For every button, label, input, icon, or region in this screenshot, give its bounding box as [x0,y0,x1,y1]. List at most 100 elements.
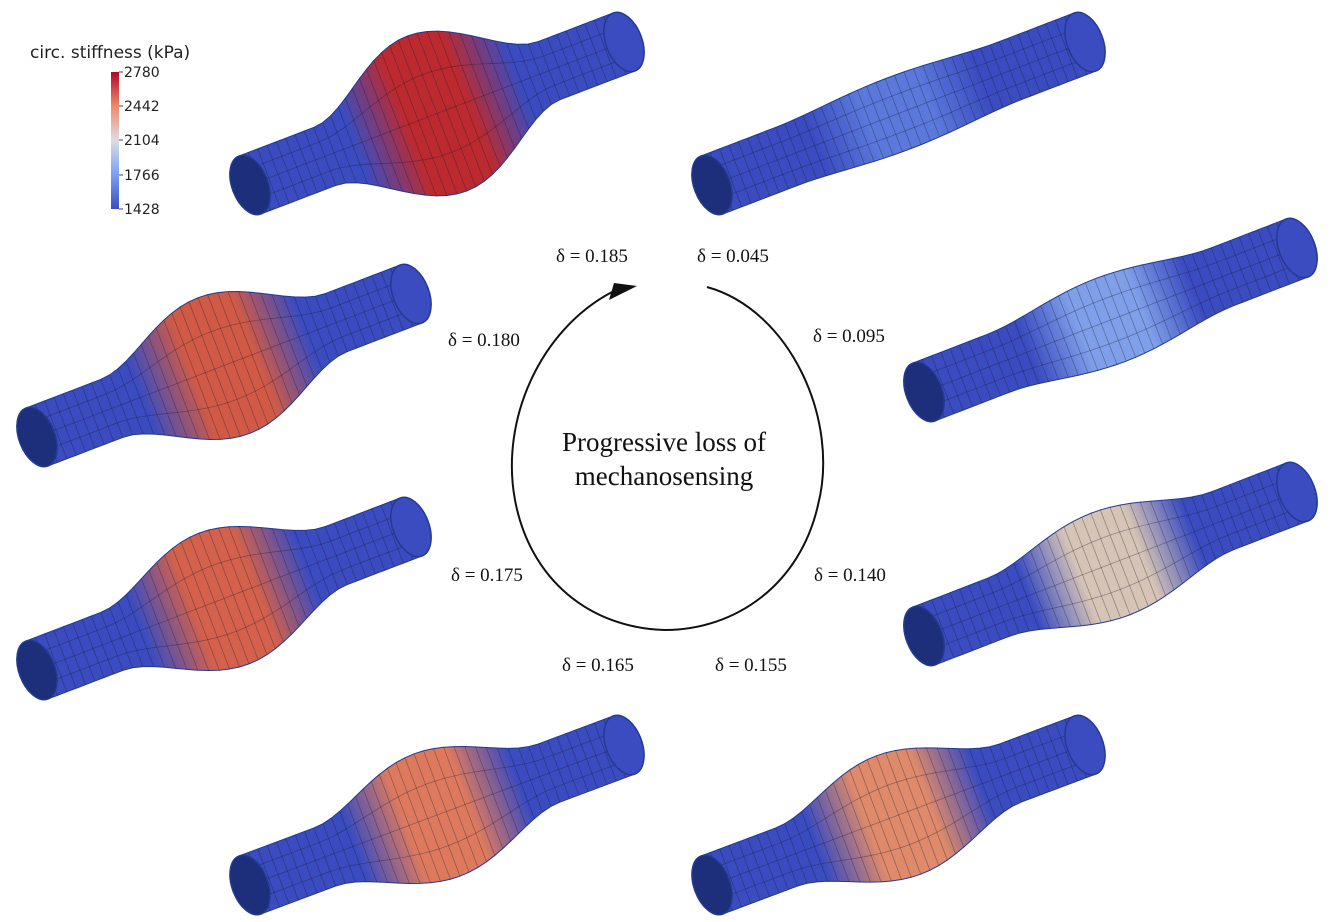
mesh-line [148,570,188,670]
mesh-line [1004,568,1030,632]
mesh-line [1054,20,1078,79]
mesh-line [905,748,948,861]
mesh-line [1045,23,1069,82]
mesh-line [343,286,367,345]
mesh-line [929,506,1303,651]
mesh-line [1248,477,1272,536]
mesh-line [719,848,742,908]
mesh-line [404,757,451,880]
vessel-model [903,461,1318,667]
mesh-line [922,65,950,133]
mesh-line [362,279,386,338]
mesh-line [719,148,743,207]
cycle-arrow [510,283,825,632]
mesh-line [1014,321,1040,384]
mesh-line [923,491,1298,637]
legend-tick-min: 1428 [124,202,160,218]
mesh-line [397,40,458,195]
mesh-line [1229,240,1253,299]
mesh-line [255,759,630,900]
mesh-line [53,397,77,456]
mesh-line [464,746,504,849]
mesh-line [437,30,493,175]
mesh-line [81,619,105,678]
mesh-line [968,585,992,644]
mesh-line [42,541,417,685]
mesh-line [324,526,348,585]
mesh-line [968,748,996,819]
legend-tick-mid: 2104 [124,133,160,149]
mesh-line [228,526,276,649]
mesh-line [1201,251,1225,310]
mesh-line [809,804,839,882]
mesh-line [260,293,300,396]
mesh-line [378,774,421,884]
mesh-line [711,41,1086,186]
mesh-line [44,400,68,459]
mesh-line [866,86,894,156]
delta-label: δ = 0.180 [448,330,520,351]
mesh-line [255,56,630,200]
mesh-line [36,293,412,438]
mesh-line [53,630,77,689]
mesh-line [949,348,973,407]
mesh-line [197,297,251,434]
mesh-line [947,748,980,833]
delta-label: δ = 0.155 [715,655,787,676]
mesh-line [371,508,395,567]
mesh-line [765,130,789,190]
mesh-line [875,755,922,875]
mesh-line [1030,550,1061,628]
mesh-line [915,747,957,855]
mesh-line [217,292,269,425]
mesh-line [1238,480,1262,540]
mesh-line [537,743,561,803]
mesh-line [987,334,1011,393]
mesh-line [453,746,496,856]
mesh-line [1036,27,1060,86]
mesh-line [423,750,470,873]
mesh-line [775,127,799,186]
mesh-line [817,797,850,882]
mesh-line [857,764,902,880]
mesh-line [980,48,1004,108]
vessel-opening [229,154,271,216]
mesh-line [793,119,817,179]
mesh-line [923,247,1298,393]
center-text-line1: Progressive loss of [562,427,766,457]
delta-label: δ = 0.175 [451,565,523,586]
mesh-line [940,596,964,655]
mesh-line [257,148,281,207]
mesh-line [847,94,875,162]
mesh-line [1017,736,1041,796]
mesh-line [494,40,529,129]
legend-tick-2: 2442 [124,99,160,115]
mesh-line [100,612,124,671]
mesh-line [406,35,468,192]
mesh-line [315,296,339,357]
mesh-line [518,747,543,813]
mesh-line [1210,247,1234,306]
mesh-line [960,54,986,116]
color-legend: circ. stiffness (kPa) 2780 2442 2104 176… [30,43,190,218]
mesh-line [840,775,882,883]
mesh-line [496,747,527,827]
mesh-line [260,527,300,627]
mesh-line [838,98,865,165]
mesh-line [100,379,124,438]
mesh-line [1109,507,1149,607]
vessel-end-cap [603,714,645,776]
mesh-line [929,262,1303,407]
vessel-model [691,714,1106,916]
mesh-line [1038,544,1071,627]
mesh-line [556,34,580,93]
mesh-line [706,27,1080,171]
mesh-line [996,573,1020,634]
mesh-line [527,43,552,105]
mesh-line [1266,470,1290,529]
vessel-end-cap [1064,714,1106,776]
mesh-line [304,831,327,890]
vessel-opening [229,854,271,916]
mesh-line [91,382,114,442]
mesh-line [1122,269,1155,349]
